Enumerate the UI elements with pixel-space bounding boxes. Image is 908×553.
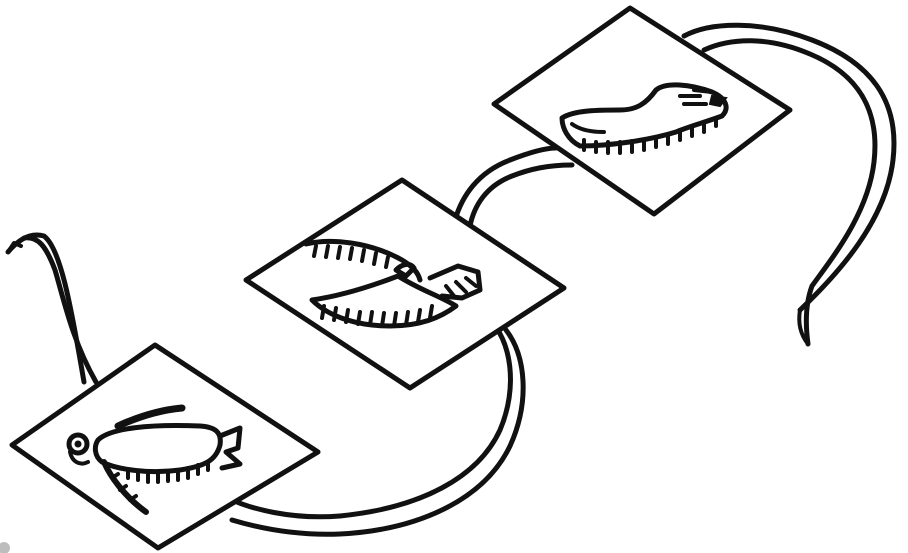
card-fish xyxy=(12,345,318,548)
ribbon-middle-segment xyxy=(455,148,572,226)
ribbon-left-tail xyxy=(8,235,96,382)
ink-smudge xyxy=(0,542,10,553)
card-bird xyxy=(246,180,564,388)
